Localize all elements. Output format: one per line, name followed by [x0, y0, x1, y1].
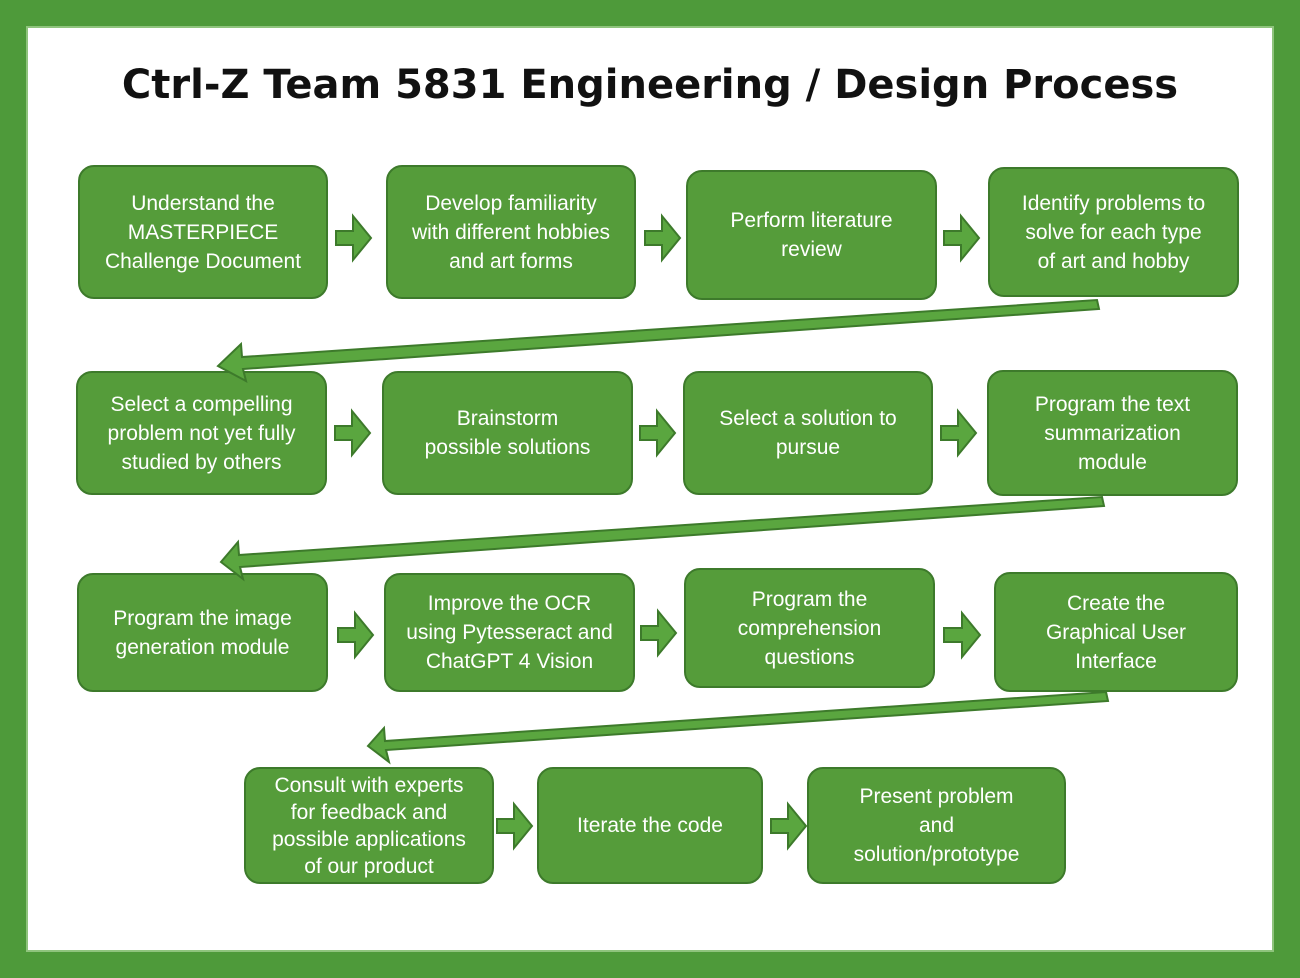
step-label: Program the text summarization module: [1034, 392, 1191, 474]
step-consult-experts: Consult with experts for feedback and po…: [244, 767, 494, 884]
step-label: Develop familiarity with different hobbi…: [411, 191, 611, 273]
step-label: Consult with experts for feedback and po…: [272, 773, 466, 878]
step-create-gui: Create the Graphical User Interface: [994, 572, 1238, 692]
step-label: Improve the OCR using Pytesseract and Ch…: [406, 592, 613, 673]
step-comprehension-questions: Program the comprehension questions: [684, 568, 935, 688]
step-label: Brainstorm possible solutions: [424, 407, 591, 459]
step-develop-familiarity: Develop familiarity with different hobbi…: [386, 165, 636, 299]
step-label: Present problem and solution/prototype: [853, 785, 1020, 866]
step-label: Select a compelling problem not yet full…: [107, 392, 296, 474]
step-select-problem: Select a compelling problem not yet full…: [76, 371, 327, 495]
step-literature-review: Perform literature review: [686, 170, 937, 300]
step-label: Create the Graphical User Interface: [1045, 591, 1187, 673]
step-label: Understand the MASTERPIECE Challenge Doc…: [104, 191, 302, 273]
step-brainstorm: Brainstorm possible solutions: [382, 371, 633, 495]
step-text-summarization: Program the text summarization module: [987, 370, 1238, 496]
step-iterate-code: Iterate the code: [537, 767, 763, 884]
step-label: Iterate the code: [577, 814, 723, 837]
step-label: Perform literature review: [730, 209, 893, 261]
step-image-generation: Program the image generation module: [77, 573, 328, 692]
step-present: Present problem and solution/prototype: [807, 767, 1066, 884]
diagram-title: Ctrl-Z Team 5831 Engineering / Design Pr…: [121, 62, 1179, 108]
step-label: Identify problems to solve for each type…: [1021, 191, 1206, 273]
step-improve-ocr: Improve the OCR using Pytesseract and Ch…: [384, 573, 635, 692]
step-understand-challenge: Understand the MASTERPIECE Challenge Doc…: [78, 165, 328, 299]
step-label: Select a solution to pursue: [719, 407, 897, 459]
step-label: Program the comprehension questions: [737, 587, 882, 669]
step-identify-problems: Identify problems to solve for each type…: [988, 167, 1239, 297]
step-label: Program the image generation module: [113, 606, 292, 659]
step-select-solution: Select a solution to pursue: [683, 371, 933, 495]
